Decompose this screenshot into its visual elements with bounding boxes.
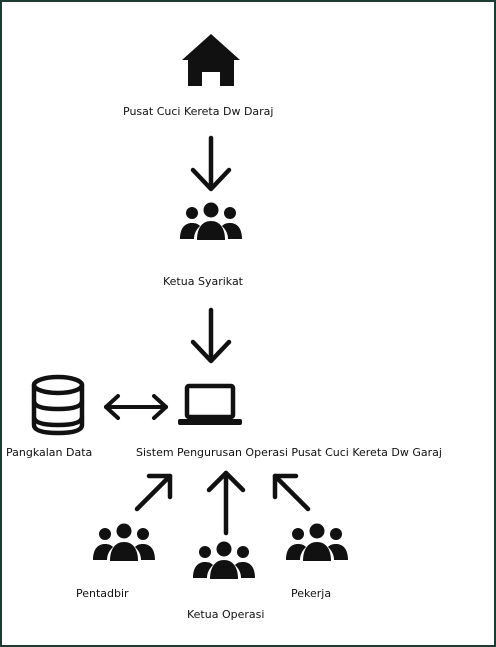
pekerja-label: Pekerja: [291, 587, 332, 600]
ketua-syarikat-label: Ketua Syarikat: [163, 275, 243, 288]
users-icon: [286, 523, 348, 561]
system-label: Sistem Pengurusan Operasi Pusat Cuci Ker…: [136, 446, 442, 459]
arrow-home-to-ketua-syarikat: [190, 135, 232, 192]
arrow-ketua-syarikat-to-system: [190, 307, 232, 364]
users-icon: [193, 541, 255, 579]
ketua-operasi-label: Ketua Operasi: [187, 608, 265, 621]
users-icon: [93, 523, 155, 561]
arrow-pentadbir-to-system: [134, 473, 173, 512]
users-icon: [180, 202, 242, 240]
database-label: Pangkalan Data: [6, 446, 93, 459]
arrow-ketua-operasi-to-system: [206, 470, 246, 536]
laptop-icon: [178, 383, 242, 425]
home-label: Pusat Cuci Kereta Dw Daraj: [123, 105, 274, 118]
pentadbir-label: Pentadbir: [76, 587, 129, 600]
database-icon: [31, 374, 85, 436]
arrow-database-system: [104, 394, 168, 420]
arrow-pekerja-to-system: [272, 473, 311, 512]
house-icon: [182, 34, 240, 86]
